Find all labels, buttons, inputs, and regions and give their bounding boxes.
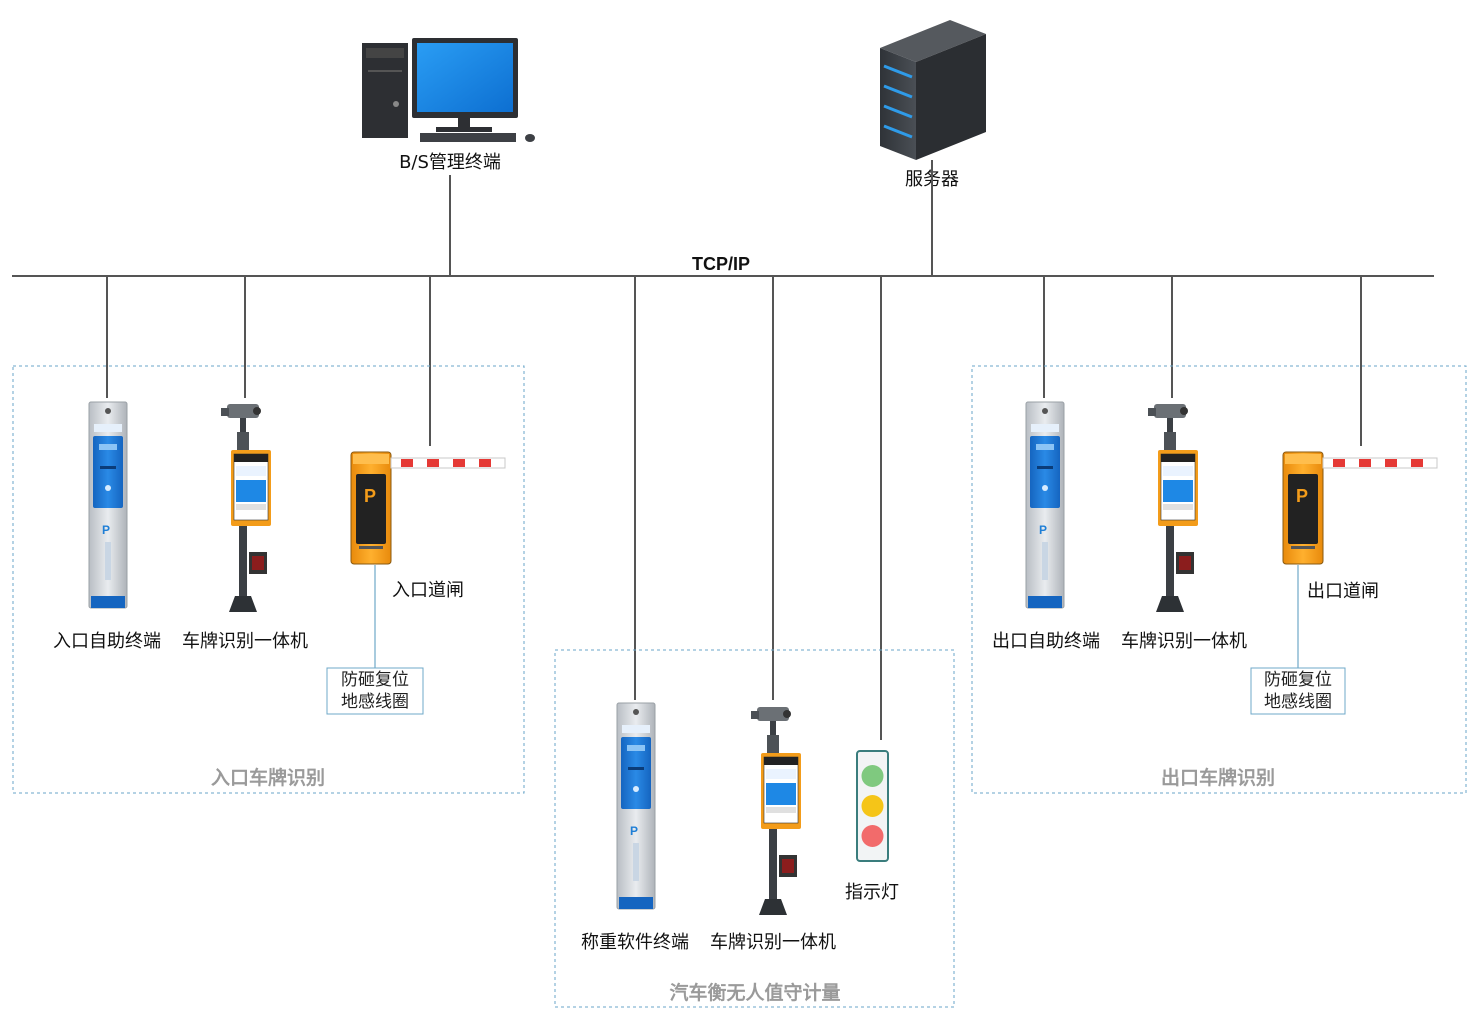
indicator-light-icon — [856, 750, 889, 862]
entrance-barrier-label: 入口道闸 — [392, 580, 464, 601]
scale-kiosk-icon — [616, 702, 656, 910]
entrance-coil-line1: 防砸复位 — [341, 670, 409, 690]
server-icon — [880, 20, 986, 160]
scale-kiosk-label: 称重软件终端 — [581, 932, 689, 953]
exit-kiosk-icon — [1025, 401, 1065, 609]
exit-camera-label: 车牌识别一体机 — [1121, 631, 1247, 652]
exit-coil-line2: 地感线圈 — [1264, 692, 1332, 712]
exit-coil-line1: 防砸复位 — [1264, 670, 1332, 690]
bs-terminal-label: B/S管理终端 — [399, 152, 501, 173]
indicator-light-label: 指示灯 — [845, 882, 899, 903]
exit-coil-box — [1250, 667, 1346, 715]
entrance-lpr-camera-icon — [220, 403, 272, 613]
exit-lpr-camera-icon — [1147, 403, 1199, 613]
tcp-ip-label: TCP/IP — [692, 254, 750, 274]
scale-camera-label: 车牌识别一体机 — [710, 932, 836, 953]
entrance-kiosk-label: 入口自助终端 — [53, 631, 161, 652]
scale-lpr-camera-icon — [750, 706, 802, 916]
entrance-coil-line2: 地感线圈 — [341, 692, 409, 712]
bs-management-terminal-icon — [362, 38, 535, 142]
exit-barrier-label: 出口道闸 — [1307, 581, 1379, 602]
scale-group-title: 汽车衡无人值守计量 — [669, 981, 840, 1004]
exit-kiosk-label: 出口自助终端 — [992, 631, 1100, 652]
entrance-coil-box — [326, 667, 424, 715]
entrance-camera-label: 车牌识别一体机 — [182, 631, 308, 652]
exit-group-title: 出口车牌识别 — [1161, 766, 1275, 789]
entrance-barrier-gate-icon — [350, 451, 506, 565]
exit-group-box — [971, 365, 1467, 794]
scale-group-box — [554, 649, 955, 1008]
entrance-kiosk-icon — [88, 401, 128, 609]
entrance-group-title: 入口车牌识别 — [211, 766, 325, 789]
entrance-group-box — [12, 365, 525, 794]
exit-barrier-gate-icon — [1282, 451, 1438, 565]
